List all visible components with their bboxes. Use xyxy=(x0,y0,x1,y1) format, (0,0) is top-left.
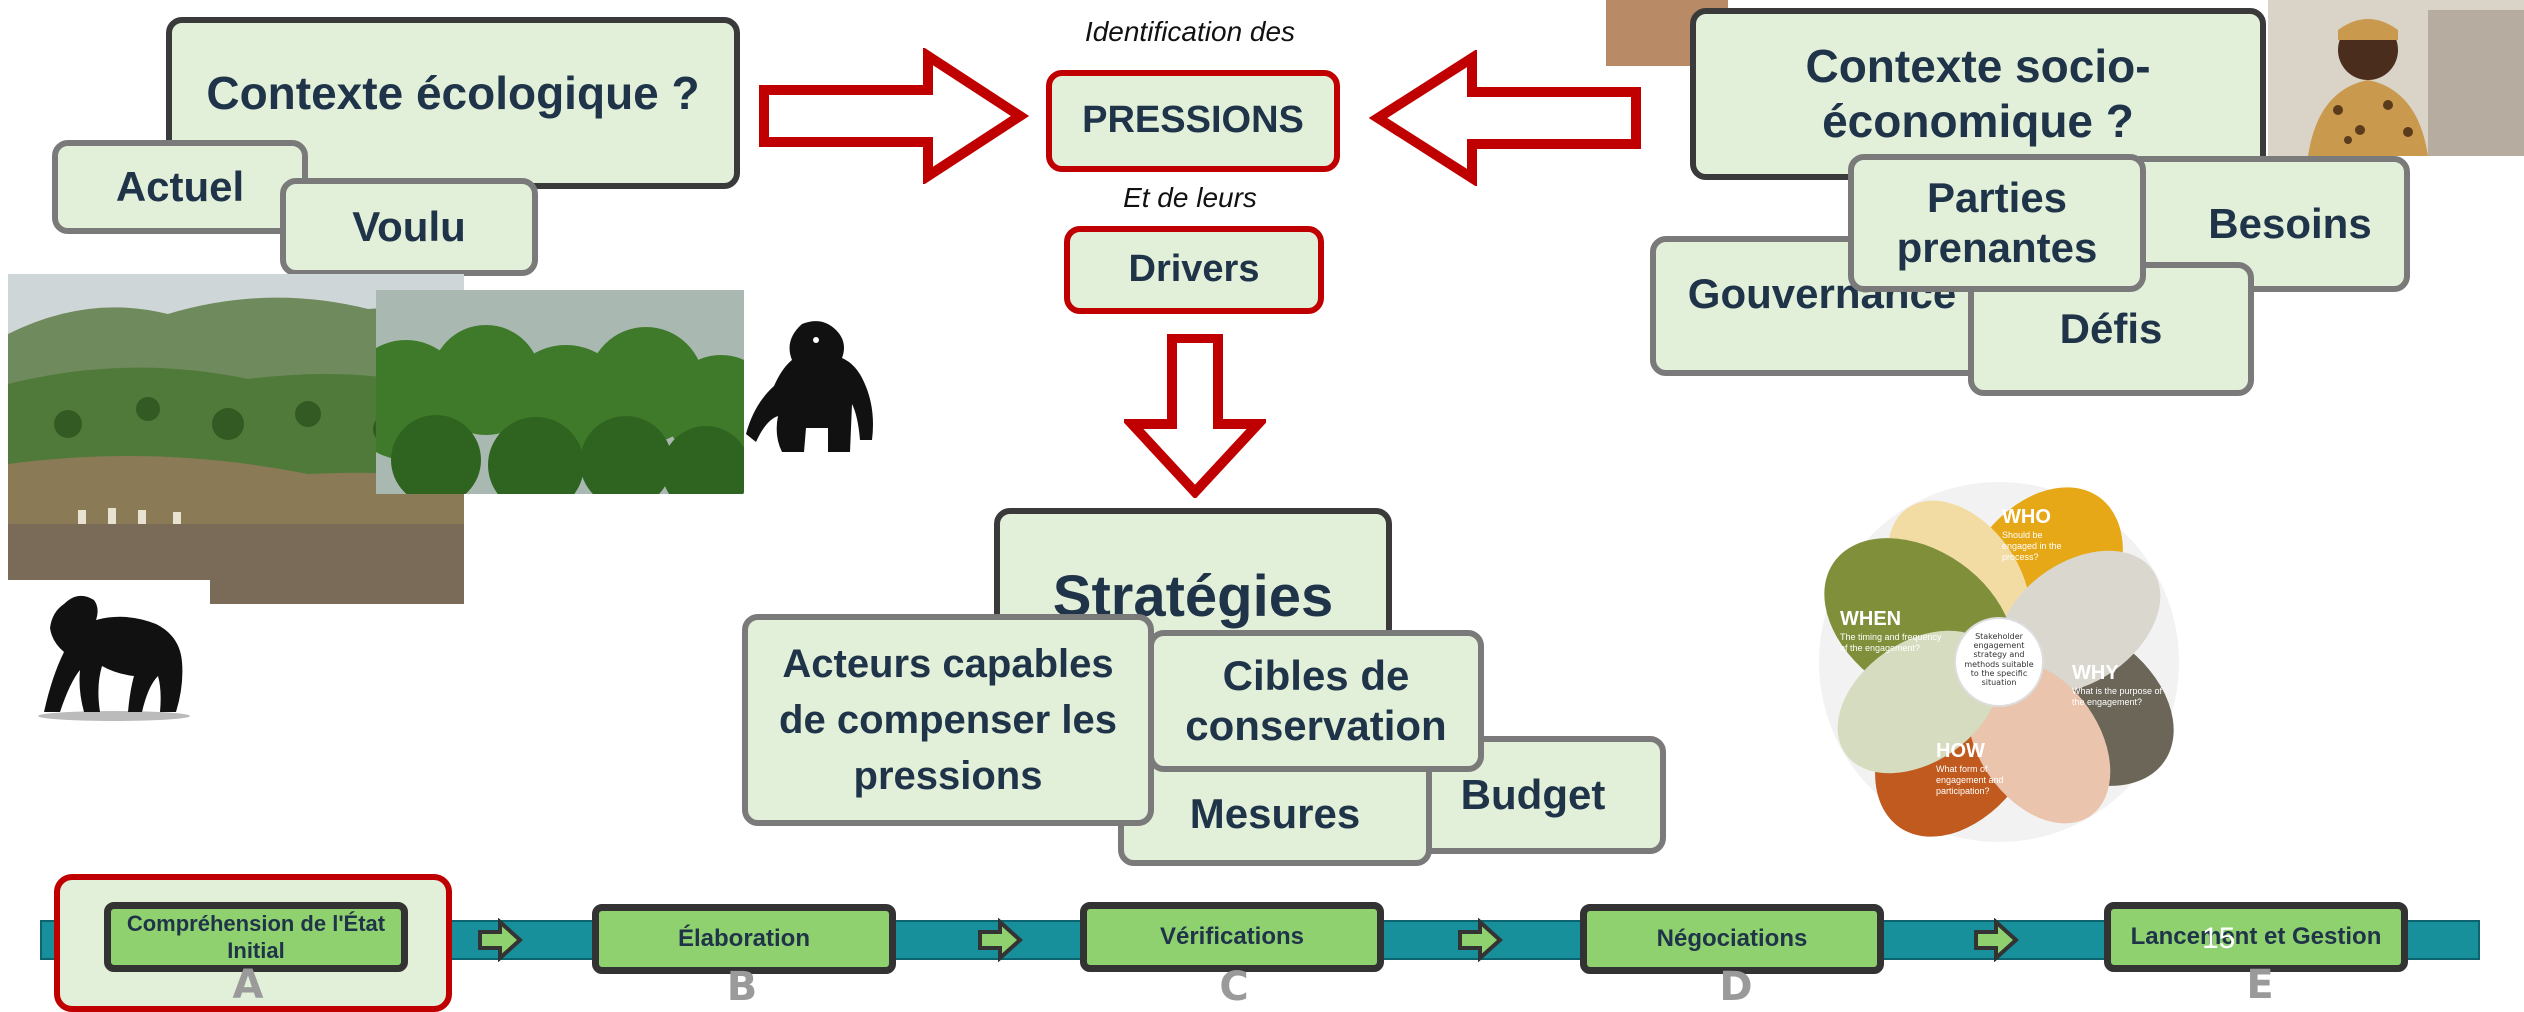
timeline-letter-c: C xyxy=(1219,964,1249,1010)
stakeholders-box: Parties prenantes xyxy=(1848,154,2146,292)
when-text: The timing and frequency of the engageme… xyxy=(1840,632,1942,653)
identification-label: Identification des xyxy=(1084,16,1296,47)
timeline-step-e-label: Lancement et Gestion xyxy=(2130,923,2382,950)
timeline-letter-e: E xyxy=(2246,962,2274,1008)
timeline-step-d-label: Négociations xyxy=(1656,925,1808,952)
measures-box: Mesures xyxy=(1118,754,1432,866)
timeline-step-a[interactable]: Compréhension de l'État Initial xyxy=(104,902,408,972)
drivers-label: Drivers xyxy=(1128,248,1260,291)
timeline-letter-d: D xyxy=(1719,964,1753,1010)
timeline-step-c-label: Vérifications xyxy=(1159,923,1305,950)
how-text: What form of engagement and participatio… xyxy=(1936,764,2004,796)
timeline-letter-b: B xyxy=(726,964,758,1010)
and-their-label: Et de leurs xyxy=(1123,182,1257,213)
arrow-right-to-pressures xyxy=(759,48,1030,184)
ecological-context-title: Contexte écologique ? xyxy=(206,67,700,120)
stakeholders-label: Parties prenantes xyxy=(1896,173,2098,271)
desired-state-box: Voulu xyxy=(280,178,538,276)
desired-state-label: Voulu xyxy=(352,202,466,250)
conservation-targets-label: Cibles de conservation xyxy=(1185,651,1447,749)
measures-label: Mesures xyxy=(1189,789,1361,837)
chief-photo xyxy=(2268,0,2524,156)
actors-label: Acteurs capables de compenser les pressi… xyxy=(779,642,1117,798)
chimpanzee-icon xyxy=(30,590,196,722)
landscape-photo-degraded xyxy=(8,274,464,604)
who-text: Should be engaged in the process? xyxy=(2002,530,2062,562)
why-title: WHY xyxy=(2072,662,2119,684)
page-number: 15 xyxy=(2202,922,2236,955)
wheel-center-text: Stakeholder engagement strategy and meth… xyxy=(1964,632,2034,687)
timeline-arrow-2 xyxy=(978,918,1023,962)
engagement-wheel: Stakeholder engagement strategy and meth… xyxy=(1804,466,2194,856)
why-text: What is the purpose of the engagement? xyxy=(2072,686,2163,707)
timeline-arrow-1 xyxy=(478,918,523,962)
timeline-arrow-4 xyxy=(1974,918,2019,962)
timeline-step-b[interactable]: Élaboration xyxy=(592,904,896,974)
conservation-targets-box: Cibles de conservation xyxy=(1148,630,1484,772)
timeline-step-e[interactable]: Lancement et Gestion xyxy=(2104,902,2408,972)
needs-label: Besoins xyxy=(2208,199,2372,247)
timeline-step-a-label: Compréhension de l'État Initial xyxy=(126,910,386,964)
timeline-arrow-3 xyxy=(1458,918,1503,962)
timeline-step-b-label: Élaboration xyxy=(677,925,810,952)
pressures-box: PRESSIONS xyxy=(1046,70,1340,172)
actors-box: Acteurs capables de compenser les pressi… xyxy=(742,614,1154,826)
how-title: HOW xyxy=(1936,740,1985,762)
current-state-box: Actuel xyxy=(52,140,308,234)
drivers-box: Drivers xyxy=(1064,226,1324,314)
socio-economic-context-title: Contexte socio-économique ? xyxy=(1805,39,2151,147)
arrow-left-to-pressures xyxy=(1368,50,1641,186)
pressures-label: PRESSIONS xyxy=(1082,99,1304,142)
budget-label: Budget xyxy=(1460,770,1606,818)
who-title: WHO xyxy=(2002,506,2051,528)
arrow-down-to-strategies xyxy=(1124,334,1266,498)
when-title: WHEN xyxy=(1840,608,1902,630)
challenges-label: Défis xyxy=(2059,304,2163,352)
timeline-letter-a: A xyxy=(232,962,264,1008)
timeline-step-c[interactable]: Vérifications xyxy=(1080,902,1384,972)
current-state-label: Actuel xyxy=(115,162,245,210)
gorilla-icon xyxy=(744,316,880,460)
landscape-photo-forest xyxy=(376,290,744,494)
timeline-step-d[interactable]: Négociations xyxy=(1580,904,1884,974)
